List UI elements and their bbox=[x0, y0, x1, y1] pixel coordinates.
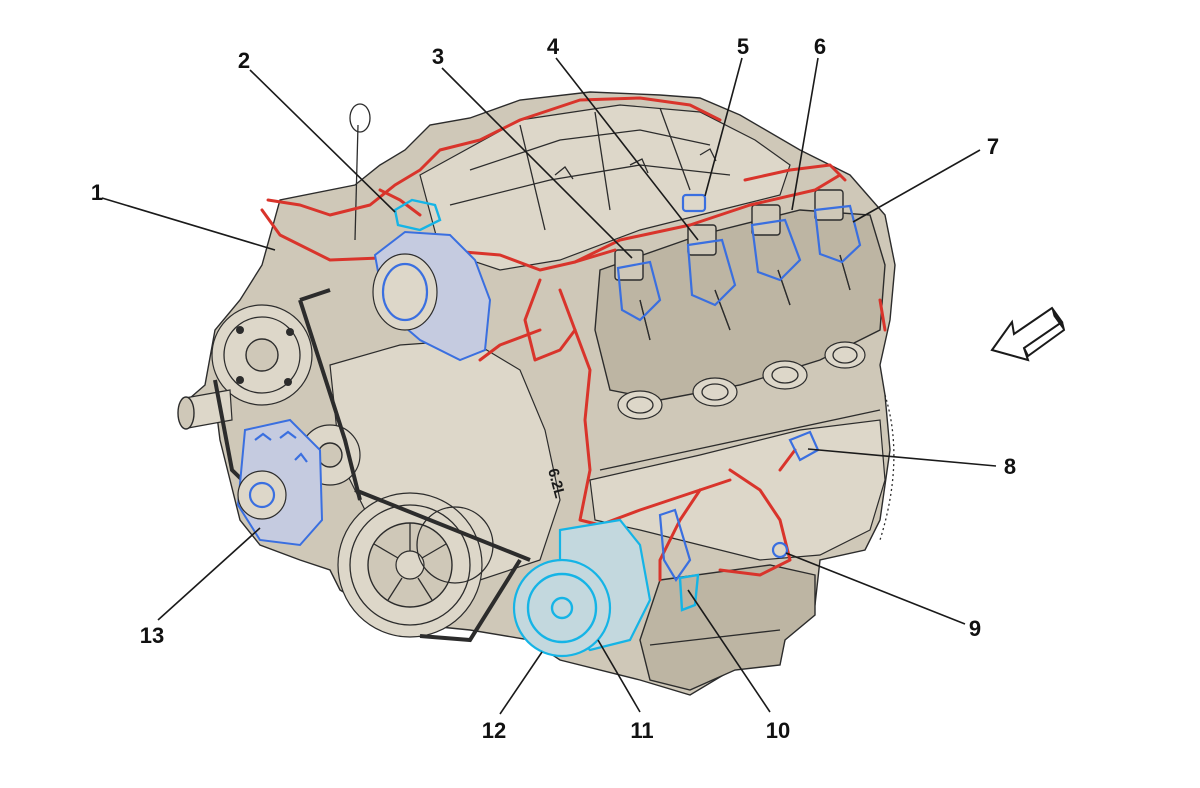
sensor-9 bbox=[771, 541, 789, 559]
callout-12: 12 bbox=[482, 718, 506, 743]
callouts: 1 2 3 4 5 6 7 8 9 10 11 12 13 bbox=[91, 34, 1016, 743]
callout-8: 8 bbox=[1004, 454, 1016, 479]
callout-4: 4 bbox=[547, 34, 560, 59]
callout-2: 2 bbox=[238, 48, 250, 73]
alternator bbox=[236, 418, 324, 547]
direction-arrow-icon bbox=[990, 306, 1066, 362]
coil-connectors bbox=[616, 193, 862, 322]
ac-compressor bbox=[512, 518, 652, 658]
callout-13: 13 bbox=[140, 623, 164, 648]
callout-6: 6 bbox=[814, 34, 826, 59]
callout-5: 5 bbox=[737, 34, 749, 59]
callout-3: 3 bbox=[432, 44, 444, 69]
callout-7: 7 bbox=[987, 134, 999, 159]
callout-9: 9 bbox=[969, 616, 981, 641]
drive-belt bbox=[213, 288, 531, 643]
engine-assembly: 6.2L bbox=[177, 91, 896, 696]
sensor-10 bbox=[658, 508, 692, 583]
throttle-body bbox=[372, 230, 492, 362]
callout-1: 1 bbox=[91, 180, 103, 205]
intake-manifold bbox=[419, 104, 791, 271]
oil-dipstick bbox=[354, 124, 359, 241]
callout-11: 11 bbox=[630, 718, 653, 743]
oil-pan bbox=[639, 564, 816, 691]
callout-10: 10 bbox=[766, 718, 790, 743]
throttle-sensor bbox=[393, 198, 442, 232]
ignition-coils bbox=[614, 189, 851, 341]
